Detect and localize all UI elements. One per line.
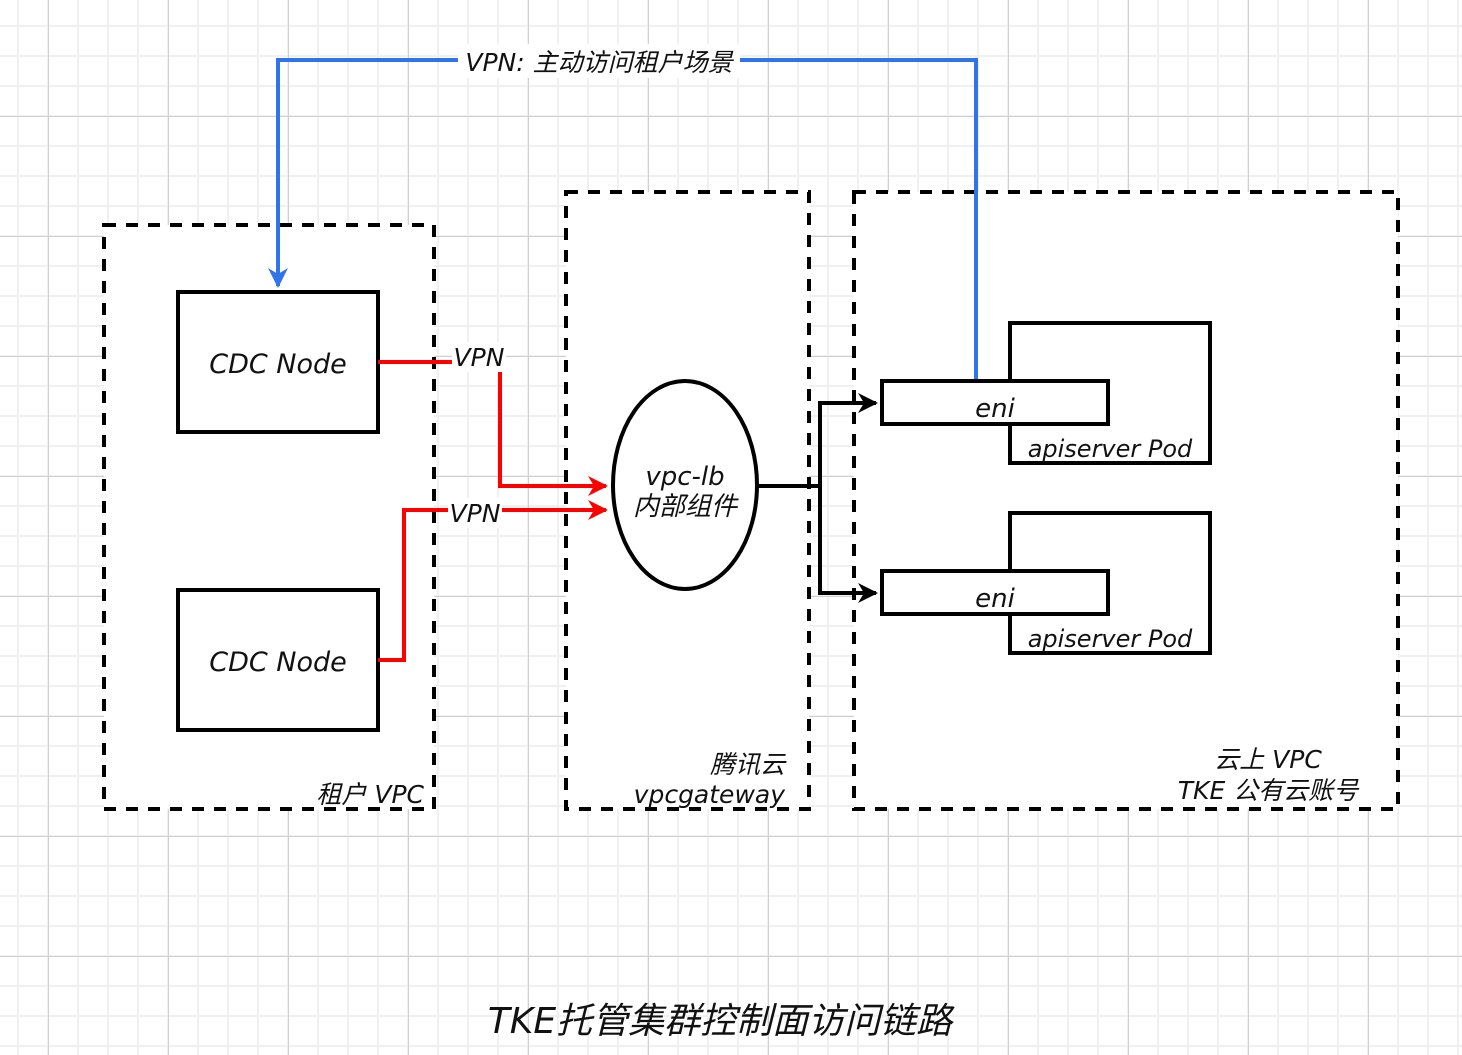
vpn-edge-1[interactable] bbox=[378, 360, 608, 496]
cdc-node-1[interactable] bbox=[176, 290, 380, 434]
cdc-node-2[interactable] bbox=[176, 588, 380, 732]
cdc-node-1-label: CDC Node bbox=[209, 349, 347, 380]
apiserver-pod-2-label: apiserver Pod bbox=[1028, 625, 1193, 653]
vpn-1-label: VPN bbox=[454, 343, 505, 372]
cdc-node-2-label: CDC Node bbox=[209, 647, 347, 678]
cloud-vpc-label-line2: TKE 公有云账号 bbox=[1178, 776, 1360, 805]
vpn-active-label: VPN: 主动访问租户场景 bbox=[465, 48, 734, 77]
vpn-edge-2[interactable] bbox=[378, 500, 608, 662]
eni-1[interactable] bbox=[880, 379, 1110, 426]
lb-to-eni-1-edge[interactable] bbox=[757, 393, 878, 488]
apiserver-pod-1-label: apiserver Pod bbox=[1028, 435, 1193, 463]
cloud-vpc-group[interactable] bbox=[852, 190, 1400, 811]
cloud-vpc-label-line1: 云上 VPC bbox=[1214, 745, 1322, 774]
diagram-title: TKE托管集群控制面访问链路 bbox=[488, 1001, 955, 1042]
vpc-lb-label-line1: vpc-lb bbox=[645, 462, 724, 492]
lb-to-eni-2-edge[interactable] bbox=[818, 486, 878, 603]
vpn-2-label: VPN bbox=[450, 499, 501, 528]
tenant-vpc-label: 租户 VPC bbox=[316, 780, 424, 809]
vpn-active-label-bg bbox=[458, 44, 740, 78]
vpn-1-label-bg bbox=[452, 342, 506, 372]
eni-1-label: eni bbox=[975, 394, 1015, 424]
eni-2-label: eni bbox=[975, 584, 1015, 614]
vpcgateway-label-line1: 腾讯云 bbox=[710, 750, 787, 779]
vpcgateway-label-line2: vpcgateway bbox=[634, 780, 787, 809]
vpn-2-label-bg bbox=[448, 498, 502, 528]
vpc-lb-label-line2: 内部组件 bbox=[633, 492, 739, 522]
eni-2[interactable] bbox=[880, 569, 1110, 616]
